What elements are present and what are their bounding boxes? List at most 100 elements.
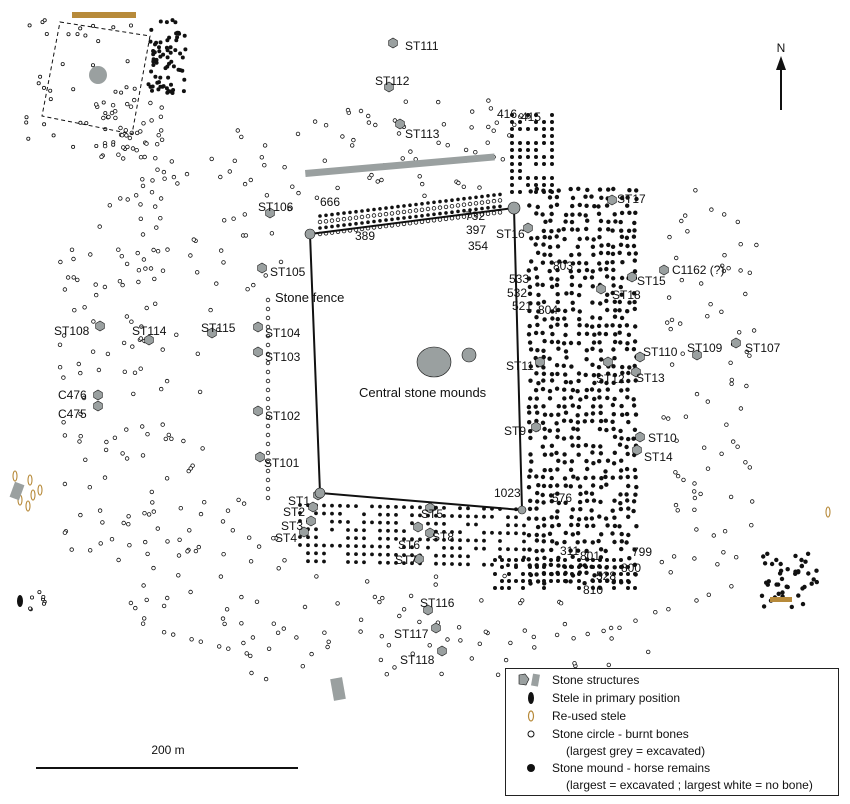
stone-circle	[282, 164, 287, 170]
stone-mound	[550, 155, 554, 159]
stone-circle	[188, 253, 193, 258]
stone-mound	[390, 217, 394, 222]
stone-mound	[619, 579, 623, 583]
stone-mound	[584, 570, 589, 575]
stone-circle	[503, 657, 509, 663]
stone-mound	[324, 213, 328, 218]
stone-mound	[549, 443, 555, 448]
stone-mound	[605, 307, 610, 313]
stone-mound	[442, 546, 446, 550]
stone-mound	[575, 540, 580, 545]
stone-circle	[744, 383, 749, 389]
stone-circle	[251, 282, 256, 288]
stone-mound	[761, 554, 766, 559]
stone-circle	[140, 453, 146, 458]
stone-circle	[470, 109, 475, 114]
stone-mound	[562, 404, 567, 409]
stone-mound	[598, 565, 602, 569]
stone-mound	[390, 205, 394, 210]
stone-mound	[597, 316, 603, 321]
stone-circle	[161, 169, 167, 175]
stone-mound	[402, 529, 406, 533]
stone-mound	[377, 212, 383, 217]
stone-mound	[590, 346, 595, 351]
stone-mound	[585, 466, 590, 472]
stone-mound	[585, 218, 590, 223]
stone-mound	[342, 223, 346, 227]
stone-mound	[582, 419, 587, 424]
stone-circle	[250, 635, 256, 640]
stone-circle	[61, 333, 67, 338]
stone-mound	[486, 194, 490, 198]
stone-mound	[527, 474, 532, 479]
stone-structure-hexagon	[635, 351, 645, 363]
stone-circle	[314, 195, 320, 200]
stone-mound	[395, 210, 401, 215]
stone-mound	[555, 244, 561, 249]
stone-mound	[554, 541, 559, 546]
stone-mound	[536, 381, 541, 386]
stone-circle	[601, 628, 606, 634]
stone-mound	[324, 225, 328, 230]
stone-mound	[584, 387, 589, 393]
stone-mound	[534, 474, 539, 479]
stone-circle	[152, 276, 157, 282]
stone-mound	[617, 323, 622, 329]
stone-mound	[164, 20, 169, 25]
structure-label-st104: ST104	[265, 326, 301, 340]
stone-mound	[610, 419, 615, 424]
stone-circle	[463, 147, 469, 153]
stone-mound	[569, 252, 574, 258]
stone-mound	[605, 523, 610, 528]
stone-mound	[402, 505, 406, 509]
stone-mound	[529, 259, 534, 264]
stone-mound	[548, 252, 553, 258]
stone-mound	[535, 490, 540, 496]
stone-mound	[540, 420, 546, 425]
stone-mound	[591, 498, 597, 503]
stone-circle	[433, 574, 439, 579]
stone-mound	[591, 461, 596, 466]
stone-circle	[367, 175, 372, 180]
stone-circle	[384, 672, 389, 677]
stone-mound	[549, 547, 554, 553]
stone-circle	[138, 129, 143, 134]
stone-circle	[140, 183, 146, 189]
stone-mound	[632, 228, 637, 233]
stone-circle	[265, 324, 271, 330]
stone-circle	[271, 621, 276, 626]
stone-structure-hexagon	[308, 501, 318, 513]
stone-mound	[354, 221, 358, 226]
stone-mound	[575, 413, 580, 418]
stone-circle	[38, 74, 43, 79]
stone-mound	[498, 555, 502, 559]
stone-mound	[570, 203, 575, 209]
stone-mound	[599, 476, 604, 481]
stone-mound	[549, 229, 554, 234]
stone-mound	[561, 341, 567, 346]
stone-circle	[294, 635, 299, 640]
stone-circle	[131, 97, 137, 103]
stone-mound	[624, 323, 630, 328]
stone-circle	[57, 342, 63, 347]
stone-circle	[24, 115, 29, 120]
stone-mound	[633, 251, 638, 256]
stone-circle	[164, 378, 170, 384]
stone-mound	[534, 176, 538, 180]
stone-mound	[542, 317, 547, 322]
stone-circle	[111, 142, 116, 147]
stone-circle	[486, 98, 491, 103]
stone-mound	[631, 234, 637, 239]
stone-mound	[556, 228, 561, 233]
stone-mound	[618, 506, 624, 512]
stone-circle	[69, 547, 74, 552]
stone-mound	[542, 120, 546, 124]
stone-mound	[466, 562, 470, 567]
structure-label-st7: ST7	[395, 553, 417, 567]
stone-mound	[556, 500, 562, 506]
stone-mound	[571, 426, 576, 431]
stone-mound	[575, 427, 580, 432]
stone-mound	[606, 219, 611, 224]
stone-mound	[518, 155, 522, 159]
stone-mound	[563, 579, 567, 583]
